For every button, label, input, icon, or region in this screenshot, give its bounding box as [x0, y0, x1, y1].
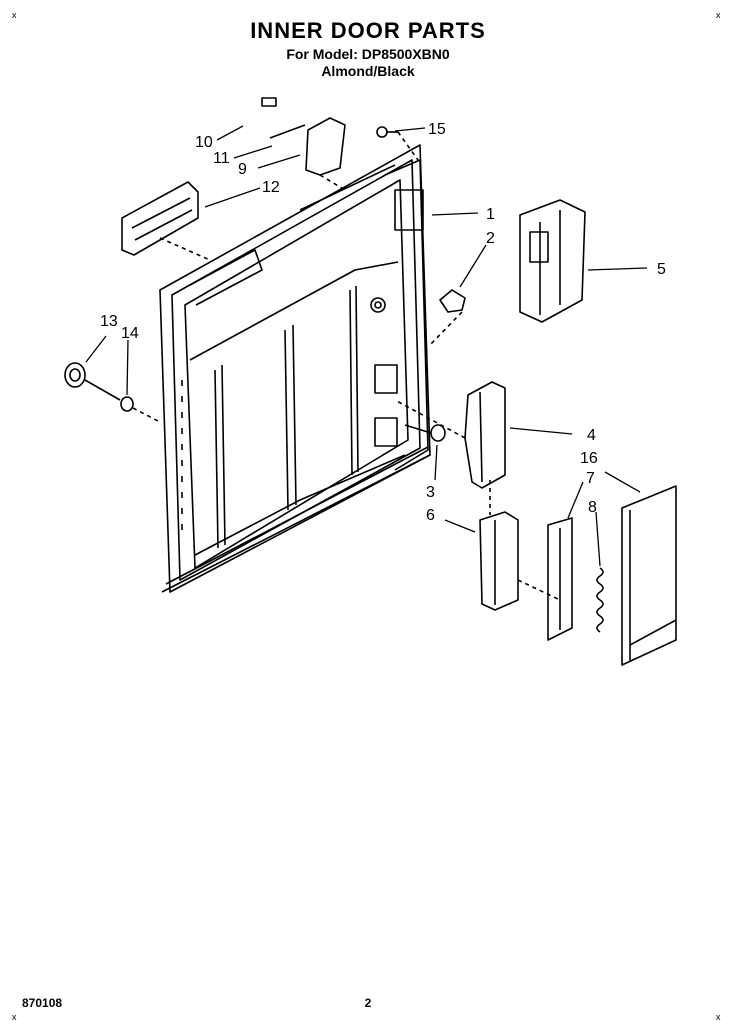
- page-title: INNER DOOR PARTS: [250, 18, 486, 43]
- control-strip: [121, 181, 211, 261]
- corner-mark-top-right: x: [716, 10, 721, 20]
- screw-part: [376, 126, 419, 161]
- latch-housing-part: [479, 480, 561, 611]
- callout-12: 12: [262, 179, 280, 196]
- corner-mark-top-left: x: [12, 10, 17, 20]
- callout-15: 15: [428, 121, 446, 138]
- callout-9: 9: [238, 161, 247, 178]
- footer-code: 870108: [22, 996, 63, 1010]
- small-knob-part: [404, 424, 446, 442]
- inner-door-panel: [159, 144, 431, 593]
- callout-13: 13: [100, 313, 118, 330]
- callout-3: 3: [426, 484, 435, 501]
- actuator-bar-part: [547, 517, 573, 641]
- color-line: Almond/Black: [321, 63, 415, 79]
- callout-5: 5: [657, 261, 666, 278]
- callout-16: 16: [580, 450, 598, 467]
- callout-4: 4: [587, 427, 596, 444]
- callout-1: 1: [486, 206, 495, 223]
- spring-part: [596, 567, 604, 633]
- vent-cover-assembly: [261, 97, 346, 191]
- latch-cover-panel: [621, 485, 677, 666]
- callout-6: 6: [426, 507, 435, 524]
- callout-10: 10: [195, 134, 213, 151]
- corner-mark-bottom-right: x: [716, 1012, 721, 1022]
- callout-7: 7: [586, 470, 595, 487]
- callout-11: 11: [213, 150, 230, 167]
- callout-14: 14: [121, 325, 139, 342]
- latch-bracket-part: [519, 199, 586, 323]
- callout-2: 2: [486, 230, 495, 247]
- latch-pin-part: [429, 289, 466, 346]
- corner-mark-bottom-left: x: [12, 1012, 17, 1022]
- model-line: For Model: DP8500XBN0: [286, 46, 450, 62]
- page-number: 2: [364, 996, 372, 1010]
- side-knob-part: [64, 362, 161, 423]
- callout-8: 8: [588, 499, 597, 516]
- door-latch-part: [394, 381, 506, 489]
